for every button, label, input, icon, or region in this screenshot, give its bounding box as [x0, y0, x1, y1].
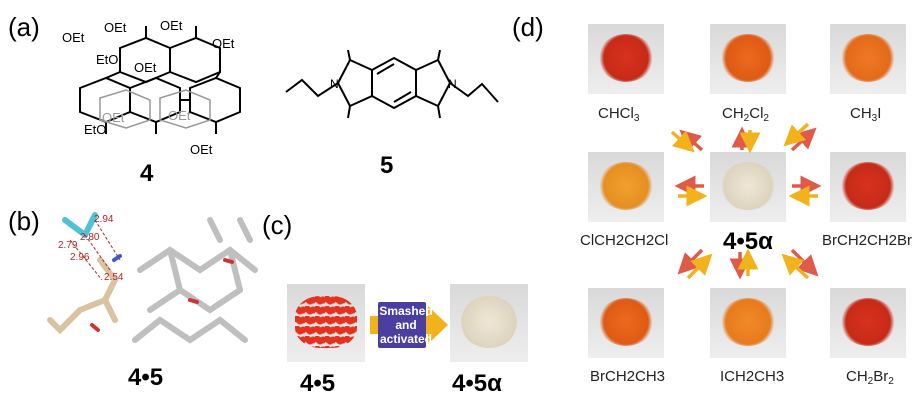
distance-label-3: 2.54 — [104, 272, 124, 283]
distance-label-5: 2.96 — [70, 252, 90, 263]
structure-5-drawing: N N — [285, 50, 499, 119]
compound-5-label: 5 — [380, 152, 394, 179]
compound-4-label: 4 — [140, 160, 154, 187]
reversible-arrows-d — [670, 122, 822, 280]
photo-ch2cl2 — [710, 24, 786, 94]
distance-label-4: 2.79 — [58, 240, 78, 251]
smashed-activated-arrow — [370, 302, 448, 348]
oet-label-3: OEt — [62, 30, 85, 45]
orange-powder-pile — [598, 298, 654, 346]
arrow-text-line3: activated — [379, 332, 433, 346]
crystal-structure-drawing — [47, 212, 258, 344]
photo-ch3i — [830, 24, 906, 94]
photo-clch2ch2cl — [588, 152, 664, 222]
cream-powder-pile — [720, 162, 776, 210]
eto-label-2: EtO — [84, 122, 107, 137]
label-ch3i: CH3I — [850, 105, 882, 124]
n-atom-right: N — [448, 77, 457, 91]
photo-brch2ch2br — [830, 152, 906, 222]
arrow-text-line1: Smashed — [379, 304, 433, 318]
photo-center-4-5alpha — [710, 152, 786, 222]
complex-c-right-label: 4•5α — [452, 370, 502, 397]
eto-label-1: EtO — [96, 52, 119, 67]
orange-powder-pile — [720, 34, 776, 82]
red-powder-pile — [840, 298, 896, 346]
panel-label-c: (c) — [262, 210, 293, 240]
label-ch2cl2: CH2Cl2 — [722, 105, 769, 124]
photo-ch2br2 — [830, 288, 906, 358]
oet-label-5: OEt — [134, 60, 157, 75]
oet-label-7: OEt — [168, 108, 191, 123]
red-powder-pile — [598, 34, 654, 82]
label-chcl3: CHCl3 — [598, 105, 640, 124]
light-orange-powder-pile — [720, 298, 776, 346]
photo-chcl3 — [588, 24, 664, 94]
distance-label-2: 2.80 — [80, 232, 100, 243]
oet-label-2: OEt — [160, 18, 183, 33]
complex-c-left-label: 4•5 — [300, 370, 336, 397]
photo-4-5alpha-powder — [450, 284, 528, 362]
label-clch2ch2cl: ClCH2CH2Cl — [580, 232, 669, 249]
label-ich2ch3: ICH2CH3 — [720, 368, 785, 385]
n-atom-left: N — [330, 77, 339, 91]
panel-label-b: (b) — [8, 206, 40, 236]
orange-powder-pile — [840, 34, 896, 82]
yellow-orange-powder-pile — [598, 162, 654, 210]
oet-label-1: OEt — [104, 20, 127, 35]
photo-brch2ch3 — [588, 288, 664, 358]
photo-ich2ch3 — [710, 288, 786, 358]
photo-4-5-crystals — [287, 284, 365, 362]
structure-4-drawing — [79, 26, 241, 134]
oet-label-6: OEt — [102, 110, 125, 125]
red-powder-pile — [840, 162, 896, 210]
label-brch2ch2br: BrCH2CH2Br — [822, 232, 913, 249]
oet-label-4: OEt — [212, 36, 235, 51]
complex-b-label: 4•5 — [128, 364, 164, 391]
panel-label-a: (a) — [8, 12, 40, 42]
arrow-text: Smashed and activated — [376, 304, 436, 346]
panel-label-d: (d) — [512, 12, 544, 42]
label-ch2br2: CH2Br2 — [846, 368, 894, 387]
cream-powder-pile — [460, 296, 518, 348]
label-brch2ch3: BrCH2CH3 — [590, 368, 666, 385]
red-crystal-cluster — [295, 296, 357, 348]
arrow-text-line2: and — [395, 318, 417, 332]
oet-label-8: OEt — [190, 142, 213, 157]
distance-label-1: 2.94 — [94, 214, 114, 225]
